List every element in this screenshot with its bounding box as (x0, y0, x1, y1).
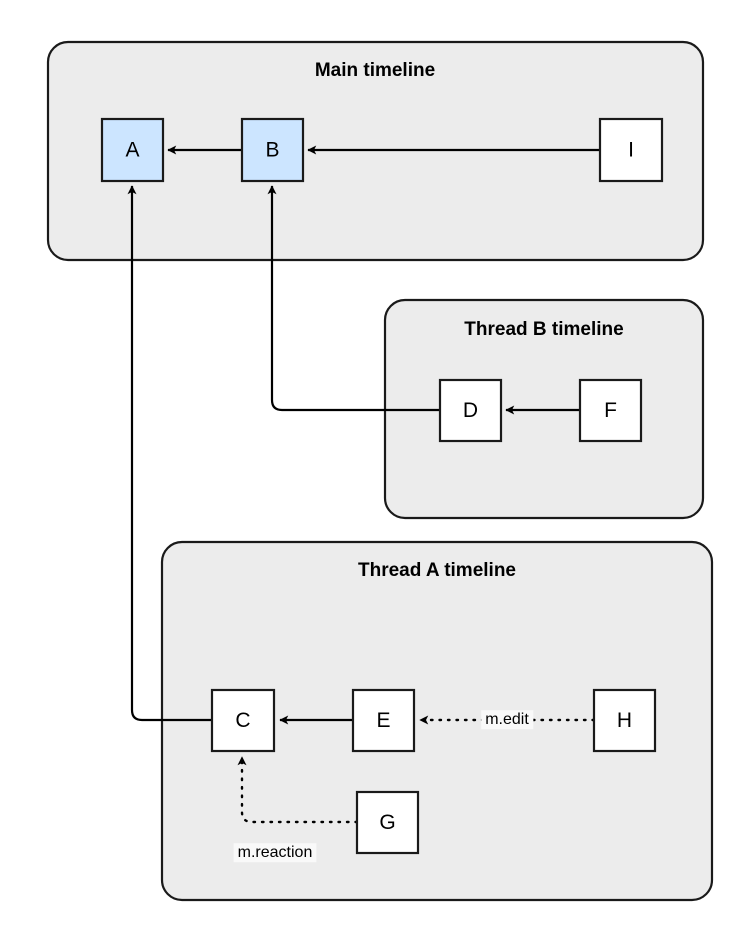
panel-title-thread-a: Thread A timeline (358, 560, 516, 581)
node-B[interactable]: B (240, 117, 305, 183)
node-box-F[interactable] (578, 378, 643, 443)
node-box-G[interactable] (355, 790, 420, 855)
node-box-H[interactable] (592, 688, 657, 753)
node-H[interactable]: H (592, 688, 657, 753)
node-box-E[interactable] (351, 688, 416, 753)
node-label-C: C (235, 709, 250, 732)
node-A[interactable]: A (100, 117, 165, 183)
node-F[interactable]: F (578, 378, 643, 443)
edge-d-to-b (267, 185, 440, 412)
edge-labels-group: m.edit m.reaction (233, 710, 534, 863)
node-box-I[interactable] (598, 117, 664, 183)
node-label-E: E (376, 709, 390, 732)
edge-label-h-to-e: m.edit (485, 711, 529, 728)
node-box-D[interactable] (438, 378, 503, 443)
node-box-B[interactable] (240, 117, 305, 183)
edge-label-bg-h-to-e (481, 710, 534, 730)
nodes-group: A B I D F C E H G (100, 117, 664, 855)
edges-group (127, 145, 600, 824)
node-label-D: D (463, 399, 478, 422)
node-box-A[interactable] (100, 117, 165, 183)
node-label-H: H (617, 709, 632, 732)
edge-g-to-c (237, 755, 359, 824)
panel-title-main: Main timeline (315, 60, 435, 81)
node-D[interactable]: D (438, 378, 503, 443)
node-I[interactable]: I (598, 117, 664, 183)
node-label-I: I (628, 139, 634, 162)
node-G[interactable]: G (355, 790, 420, 855)
edge-c-to-a (127, 185, 212, 722)
node-label-G: G (379, 811, 395, 834)
node-C[interactable]: C (210, 688, 276, 753)
node-box-C[interactable] (210, 688, 276, 753)
edge-label-bg-g-to-c (233, 843, 317, 863)
edge-label-g-to-c: m.reaction (238, 844, 313, 861)
panel-title-thread-b: Thread B timeline (464, 319, 623, 340)
node-label-A: A (125, 139, 139, 162)
node-E[interactable]: E (351, 688, 416, 753)
node-label-F: F (604, 399, 617, 422)
node-label-B: B (265, 139, 279, 162)
